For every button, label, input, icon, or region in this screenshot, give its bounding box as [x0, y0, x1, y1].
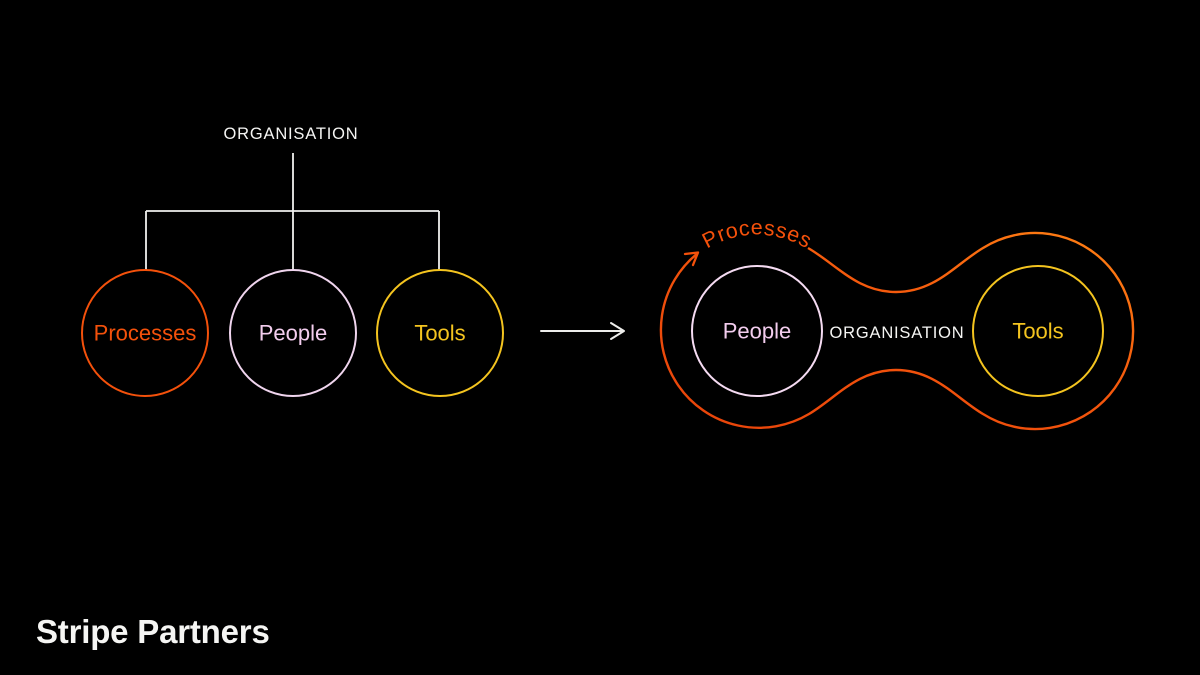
processes-circle	[81, 269, 209, 397]
processes-label: Processes	[94, 321, 197, 346]
merged-tools-circle	[972, 265, 1104, 397]
hierarchy-root-label: ORGANISATION	[224, 125, 359, 143]
brand-logo: Stripe Partners	[36, 613, 270, 650]
merged-organisation-label: ORGANISATION	[830, 324, 965, 342]
transition-arrow	[540, 322, 625, 340]
people-label: People	[259, 321, 328, 346]
processes-loop-outline	[659, 231, 1135, 431]
transition-arrow-head	[610, 322, 625, 340]
processes-loop-text: Processes	[698, 216, 816, 253]
tools-label: Tools	[414, 321, 465, 346]
merged-tools-label: Tools	[1012, 319, 1063, 344]
processes-loop-label: Processes	[698, 216, 815, 253]
hierarchy-connector-lines	[145, 153, 440, 270]
people-circle	[229, 269, 357, 397]
hierarchy-diagram: ORGANISATION Processes People Tools	[81, 125, 504, 397]
processes-loop-arrowhead	[683, 251, 700, 267]
tools-circle	[376, 269, 504, 397]
merged-people-circle	[691, 265, 823, 397]
merged-people-label: People	[723, 319, 792, 344]
merged-diagram: Processes People ORGANISATION Tools	[659, 216, 1135, 431]
